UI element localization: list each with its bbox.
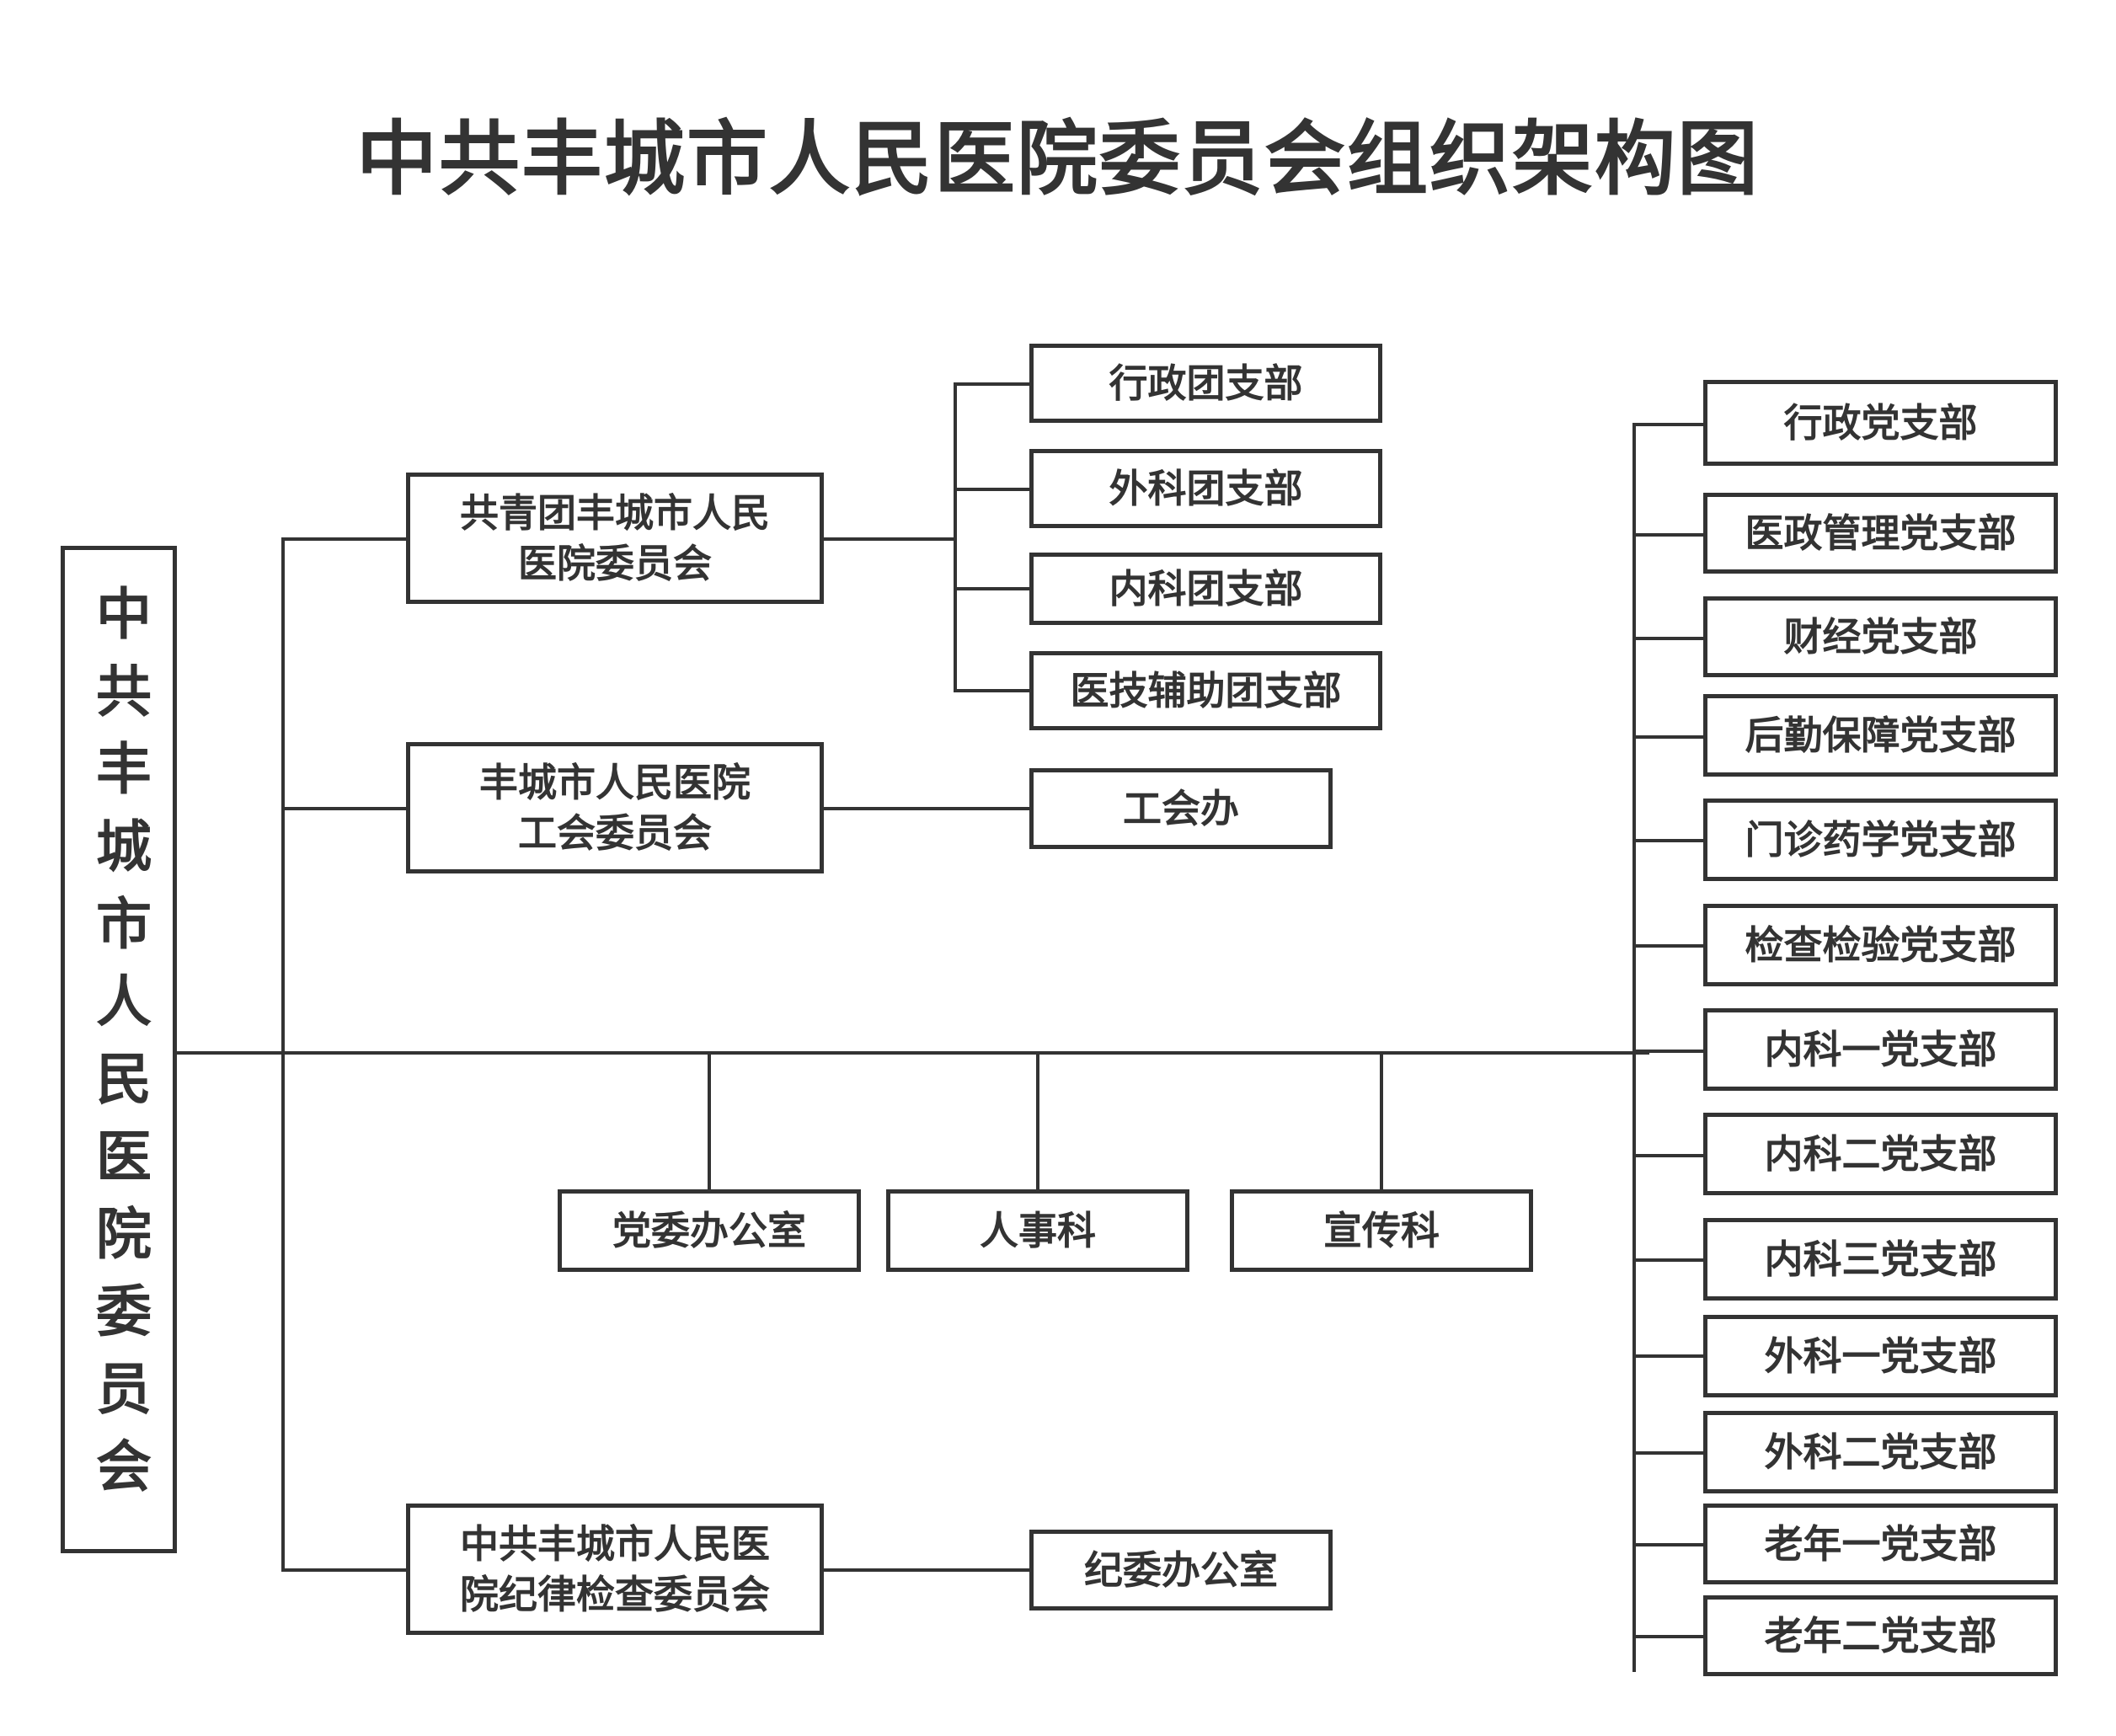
root-committee-label: 中共丰城市人民医院委员会 [87,585,152,1514]
youth-bracket-line [954,382,957,692]
discipline-link-line [281,1568,408,1572]
party-branch-box: 内科一党支部 [1703,1008,2058,1091]
discipline-committee-box: 中共丰城市人民医 院纪律检查委员会 [406,1504,824,1635]
discipline-label-line1: 中共丰城市人民医 [460,1521,770,1567]
discipline-label-line2: 院纪律检查委员会 [460,1572,770,1617]
party-branch-label: 外科一党支部 [1764,1333,1997,1379]
party-branch-box: 老年一党支部 [1703,1504,2058,1584]
youth-league-committee-box: 共青团丰城市人民 医院委员会 [406,473,824,604]
root-committee-box: 中共丰城市人民医院委员会 [61,546,177,1553]
party-branch-box: 检查检验党支部 [1703,904,2058,986]
party-branch-link-5 [1632,839,1706,842]
party-branch-link-8 [1632,1154,1706,1157]
youth-branch-link-4 [954,689,1032,692]
youth-branch-label: 内科团支部 [1109,566,1303,612]
trade-union-committee-box: 丰城市人民医院 工会委员会 [406,742,824,873]
left-trunk-line [281,537,285,1572]
party-branch-box: 行政党支部 [1703,380,2058,466]
youth-league-label-line2: 医院委员会 [518,541,712,586]
youth-out-line [824,537,954,541]
office-box: 宣传科 [1230,1189,1533,1272]
trade-union-label-line2: 工会委员会 [518,810,712,856]
party-branch-label: 检查检验党支部 [1745,922,2017,968]
party-branch-label: 门诊药学党支部 [1745,817,2017,863]
youth-branch-label: 医技辅助团支部 [1070,668,1342,713]
party-branch-label: 医政管理党支部 [1745,510,2017,556]
party-branch-box: 后勤保障党支部 [1703,694,2058,777]
party-branch-link-11 [1632,1451,1706,1455]
party-branch-box: 老年二党支部 [1703,1595,2058,1676]
party-branch-label: 行政党支部 [1783,400,1978,446]
party-branch-link-2 [1632,533,1706,537]
party-branch-label: 内科二党支部 [1764,1131,1997,1177]
party-branch-link-7 [1632,1050,1706,1053]
office-box: 党委办公室 [558,1189,861,1272]
party-branch-label: 后勤保障党支部 [1745,713,2017,758]
office-label: 党委办公室 [612,1208,806,1253]
party-bracket-line [1632,423,1636,1672]
chart-title: 中共丰城市人民医院委员会组织架构图 [356,111,1760,206]
party-branch-link-9 [1632,1258,1706,1262]
office-box: 人事科 [886,1189,1189,1272]
party-branch-link-12 [1632,1543,1706,1546]
union-link-line [281,807,408,810]
youth-branch-label: 行政团支部 [1109,361,1303,406]
party-branch-box: 内科三党支部 [1703,1218,2058,1301]
union-out-line [824,807,1032,810]
discipline-office-label: 纪委办公室 [1084,1547,1278,1593]
trade-union-label-line1: 丰城市人民医院 [479,760,751,805]
youth-branch-link-2 [954,488,1032,491]
office-drop-line-3 [1380,1051,1383,1191]
party-branch-label: 内科一党支部 [1764,1027,1997,1072]
party-branch-label: 财经党支部 [1783,614,1978,660]
office-label: 人事科 [980,1208,1096,1253]
party-branch-box: 内科二党支部 [1703,1113,2058,1195]
party-branch-box: 医政管理党支部 [1703,493,2058,574]
party-branch-link-3 [1632,637,1706,640]
youth-link-line [281,537,408,541]
party-branch-link-4 [1632,735,1706,739]
party-branch-label: 老年一党支部 [1764,1521,1997,1567]
office-drop-line-2 [1036,1051,1039,1191]
party-branch-link-6 [1632,944,1706,948]
party-branch-box: 门诊药学党支部 [1703,799,2058,881]
union-office-box: 工会办 [1029,768,1333,849]
office-drop-line-1 [708,1051,711,1191]
party-branch-label: 内科三党支部 [1764,1237,1997,1282]
office-label: 宣传科 [1323,1208,1440,1253]
union-office-label: 工会办 [1123,786,1239,831]
youth-branch-box: 内科团支部 [1029,553,1382,625]
youth-branch-box: 外科团支部 [1029,449,1382,528]
discipline-office-box: 纪委办公室 [1029,1530,1333,1610]
main-horizontal-line [175,1051,1649,1055]
youth-branch-box: 行政团支部 [1029,344,1382,423]
youth-branch-link-3 [954,587,1032,590]
party-branch-link-1 [1632,423,1706,426]
party-branch-box: 外科二党支部 [1703,1411,2058,1493]
party-branch-link-10 [1632,1354,1706,1358]
youth-league-label-line1: 共青团丰城市人民 [460,490,770,536]
party-branch-label: 老年二党支部 [1764,1613,1997,1659]
youth-branch-box: 医技辅助团支部 [1029,651,1382,730]
youth-branch-label: 外科团支部 [1109,466,1303,511]
discipline-out-line [824,1568,1032,1572]
party-branch-link-13 [1632,1635,1706,1638]
party-branch-box: 外科一党支部 [1703,1315,2058,1397]
party-branch-label: 外科二党支部 [1764,1429,1997,1475]
party-branch-box: 财经党支部 [1703,596,2058,677]
youth-branch-link-1 [954,382,1032,386]
